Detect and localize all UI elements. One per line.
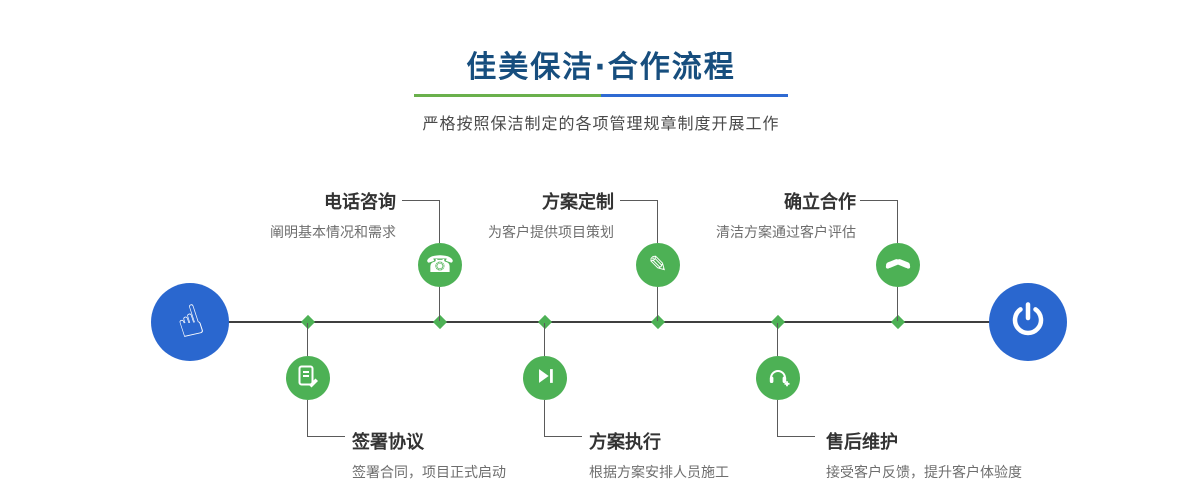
connector [402, 200, 440, 201]
step-label: 确立合作 清洁方案通过客户评估 [716, 188, 856, 242]
step-title: 售后维护 [826, 432, 898, 453]
divider-blue-segment [601, 94, 788, 97]
timeline-node-diamond [770, 314, 786, 330]
handshake-icon [884, 249, 912, 281]
step-desc: 为客户提供项目策划 [488, 225, 614, 241]
step-title: 签署协议 [352, 432, 424, 453]
divider-green-segment [414, 94, 601, 97]
timeline-node-diamond [432, 314, 448, 330]
connector [307, 323, 308, 356]
headset-icon [765, 363, 791, 393]
connector [439, 200, 440, 243]
connector [439, 287, 440, 321]
connector [544, 400, 545, 437]
connector [657, 200, 658, 243]
step-circle-execute [523, 356, 567, 400]
connector [544, 436, 582, 437]
step-desc: 签署合同，项目正式启动 [352, 465, 506, 481]
connector [777, 323, 778, 356]
connector [657, 287, 658, 321]
connector [897, 287, 898, 321]
title-divider [414, 94, 788, 97]
connector [544, 323, 545, 356]
pencil-icon: ✎ [648, 251, 668, 278]
page-title: 佳美保洁·合作流程 [466, 50, 736, 85]
hand-pointer-icon: ☝ [170, 294, 210, 349]
flow-end-node [989, 283, 1067, 361]
step-circle-aftersales [756, 356, 800, 400]
step-desc: 清洁方案通过客户评估 [716, 225, 856, 241]
flow-start-node: ☝ [151, 283, 229, 361]
timeline-node-diamond [890, 314, 906, 330]
step-label: 电话咨询 阐明基本情况和需求 [270, 188, 396, 242]
step-circle-contract [286, 356, 330, 400]
connector [777, 400, 778, 437]
step-desc: 阐明基本情况和需求 [270, 225, 396, 241]
power-icon [1008, 300, 1048, 344]
step-circle-handshake [876, 243, 920, 287]
step-circle-design: ✎ [636, 243, 680, 287]
connector [307, 436, 345, 437]
page-subtitle: 严格按照保洁制定的各项管理规章制度开展工作 [422, 114, 780, 133]
connector [860, 200, 898, 201]
step-label: 签署协议 签署合同，项目正式启动 [352, 428, 506, 482]
play-icon [534, 365, 556, 391]
step-label: 售后维护 接受客户反馈，提升客户体验度 [826, 428, 1022, 482]
step-desc: 接受客户反馈，提升客户体验度 [826, 465, 1022, 481]
connector [777, 436, 815, 437]
timeline-node-diamond [650, 314, 666, 330]
contract-icon [296, 364, 320, 392]
timeline-line [190, 321, 1028, 323]
connector [620, 200, 658, 201]
step-label: 方案执行 根据方案安排人员施工 [589, 428, 729, 482]
step-desc: 根据方案安排人员施工 [589, 465, 729, 481]
step-circle-phone: ☎ [418, 243, 462, 287]
phone-icon: ☎ [425, 251, 455, 278]
step-title: 确立合作 [784, 192, 856, 213]
timeline-node-diamond [537, 314, 553, 330]
connector [897, 200, 898, 243]
step-title: 电话咨询 [324, 192, 396, 213]
step-title: 方案定制 [542, 192, 614, 213]
connector [307, 400, 308, 437]
step-title: 方案执行 [589, 432, 661, 453]
timeline-node-diamond [300, 314, 316, 330]
step-label: 方案定制 为客户提供项目策划 [488, 188, 614, 242]
